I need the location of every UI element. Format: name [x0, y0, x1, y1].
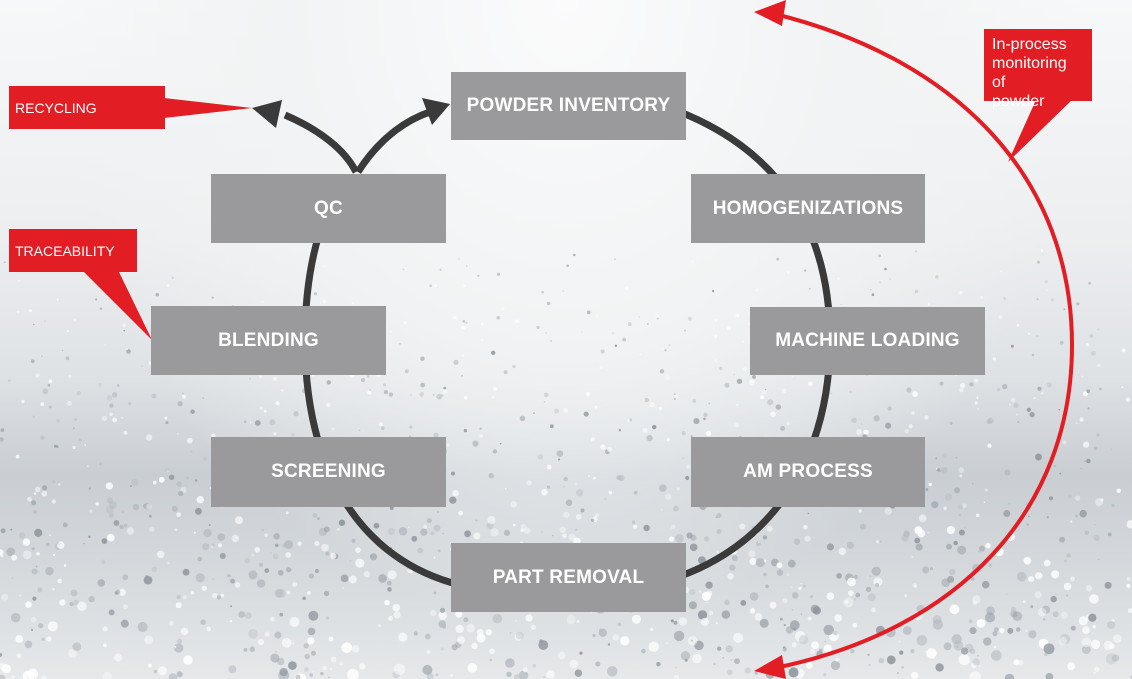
- cycle-loop-left: [301, 183, 461, 589]
- traceability-callout-pointer: [82, 270, 152, 340]
- qc-to-recycling-arrow: [283, 111, 360, 174]
- monitoring-arc: [774, 12, 1075, 670]
- stage-powder-inventory: POWDER INVENTORY: [451, 72, 686, 140]
- recycling-callout-pointer: [164, 98, 252, 118]
- monitoring-arc-arrowhead-top: [754, 0, 786, 26]
- stage-machine-loading: MACHINE LOADING: [750, 307, 985, 375]
- stage-am-process: AM PROCESS: [691, 437, 925, 507]
- monitoring-callout-pointer: [1008, 100, 1072, 162]
- monitoring-callout: In-process monitoring of powder: [984, 29, 1092, 110]
- stage-blending: BLENDING: [151, 306, 386, 375]
- recycling-callout: RECYCLING: [9, 86, 165, 129]
- monitoring-callout-line-1: In-process: [992, 36, 1067, 53]
- inventory-arrowhead: [422, 98, 450, 125]
- stage-qc: QC: [211, 174, 446, 243]
- stage-part-removal: PART REMOVAL: [451, 543, 686, 612]
- traceability-callout: TRACEABILITY: [9, 229, 137, 272]
- qc-to-inventory-arrow: [355, 108, 432, 174]
- monitoring-arc-arrowhead-bottom: [754, 655, 786, 679]
- recycling-arrowhead: [252, 100, 282, 128]
- stage-screening: SCREENING: [211, 437, 446, 507]
- stage-homogenizations: HOMOGENIZATIONS: [691, 174, 925, 243]
- monitoring-callout-line-3: powder: [992, 93, 1045, 110]
- monitoring-callout-line-2: monitoring of: [992, 55, 1067, 91]
